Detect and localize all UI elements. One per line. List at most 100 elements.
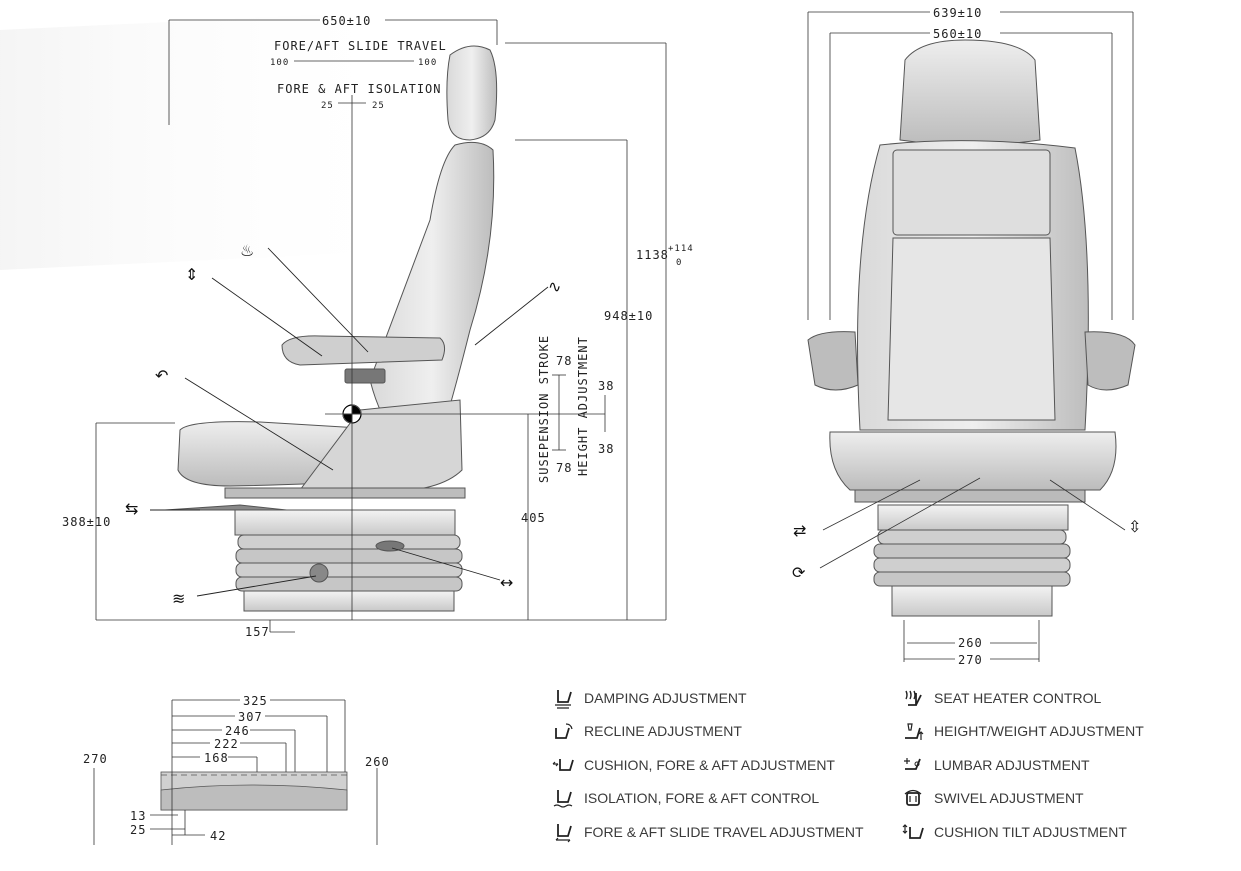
armrest-left: [807, 331, 859, 391]
isolation-icon: ↔: [500, 573, 513, 592]
legend-item-cushion-tilt: CUSHION TILT ADJUSTMENT: [902, 815, 1144, 849]
base-box: [243, 590, 455, 612]
damping-icon: ≋: [172, 589, 185, 608]
bellow-f1: [877, 529, 1067, 545]
drawing-callout-icons: ♨ ⇕ ↶ ⇆ ≋ ↔ ∿ ⇄ ⟳ ⇳: [125, 241, 1141, 608]
side-view-dimensions: [95, 19, 667, 633]
base-front: [891, 585, 1053, 617]
front-overall-width: 639±10: [933, 6, 982, 20]
overall-height-tol-lower: 0: [676, 258, 682, 268]
height-weight-icon: [905, 723, 924, 741]
lumbar-icon: [904, 757, 921, 770]
legend-right: SEAT HEATER CONTROL HEIGHT/WEIGHT ADJUST…: [902, 681, 1144, 849]
rail-outer: 270: [958, 653, 983, 667]
cushion-fore-aft-icon: ⇄: [793, 521, 806, 540]
sip-height: 405: [521, 511, 546, 525]
front-view-seat: [807, 39, 1136, 617]
swivel-icon: ⟳: [792, 563, 806, 582]
legend-item-isolation: ISOLATION, FORE & AFT CONTROL: [552, 782, 864, 816]
armrest-bracket: [344, 368, 386, 384]
legend-label: DAMPING ADJUSTMENT: [584, 689, 747, 706]
slide-left: 100: [270, 58, 289, 68]
legend-label: CUSHION, FORE & AFT ADJUSTMENT: [584, 756, 835, 773]
isolation-label: FORE & AFT ISOLATION: [277, 82, 442, 96]
stroke-top: 78: [556, 354, 572, 368]
swivel-icon: [904, 790, 922, 807]
upper-plate-front: [877, 504, 1069, 531]
slide-rail: [224, 487, 466, 499]
plate-222: 222: [214, 737, 239, 751]
plate-168: 168: [204, 751, 229, 765]
slide-travel-label: FORE/AFT SLIDE TRAVEL: [274, 39, 447, 53]
legend-left: DAMPING ADJUSTMENT RECLINE ADJUSTMENT CU…: [552, 681, 864, 849]
cushion-fore-aft-icon: [552, 758, 574, 771]
bellow-f3: [873, 557, 1071, 573]
cushion-tilt-icon: [902, 823, 924, 839]
slide-travel-icon: [555, 823, 572, 843]
plate-offset-13: 13: [130, 809, 146, 823]
legend-item-lumbar: LUMBAR ADJUSTMENT: [902, 748, 1144, 782]
callout-leaders: [150, 247, 549, 597]
legend-label: LUMBAR ADJUSTMENT: [934, 756, 1090, 773]
background-shade: [0, 10, 420, 270]
armrest-side: [281, 335, 446, 366]
overall-width-side: 650±10: [322, 14, 371, 28]
recline-icon: [555, 723, 573, 740]
suspension-stroke-label: SUSEPENSION STROKE: [537, 335, 551, 483]
isolation-icon: [553, 790, 573, 808]
front-view-dimensions: [807, 11, 1134, 662]
damping-knob: [309, 563, 329, 583]
bellow-f4: [873, 571, 1071, 587]
seat-cushion-front: [829, 431, 1117, 491]
legend-label: CUSHION TILT ADJUSTMENT: [934, 823, 1127, 840]
legend-label: FORE & AFT SLIDE TRAVEL ADJUSTMENT: [584, 823, 864, 840]
legend-item-damping: DAMPING ADJUSTMENT: [552, 681, 864, 715]
armrest-right: [1084, 331, 1136, 391]
overall-height: 1138: [636, 248, 669, 262]
backrest-height: 948±10: [604, 309, 653, 323]
lumbar-icon: ∿: [548, 277, 561, 296]
slide-rail-front: [854, 489, 1086, 503]
seat-heater-icon: [905, 690, 922, 706]
legend-label: SEAT HEATER CONTROL: [934, 689, 1102, 706]
slide-travel-icon: ⇆: [125, 499, 138, 518]
headrest-side: [446, 45, 498, 141]
upper-plate: [234, 509, 456, 536]
side-view-seat: [164, 45, 498, 612]
plate-246: 246: [225, 724, 250, 738]
seat-heater-icon: ♨: [240, 241, 254, 260]
base-plate-dimensions: [93, 699, 378, 845]
rail-inner: 260: [958, 636, 983, 650]
bellow-3: [235, 562, 463, 578]
overall-height-tol-upper: +114: [668, 244, 694, 254]
damping-icon: [555, 689, 572, 709]
plate-offset-42: 42: [210, 829, 226, 843]
legend-item-slide-travel: FORE & AFT SLIDE TRAVEL ADJUSTMENT: [552, 815, 864, 849]
backrest-lower-panel: [887, 237, 1056, 421]
height-adj-bottom: 38: [598, 442, 614, 456]
bellow-f2: [873, 543, 1071, 559]
headrest-front: [899, 39, 1041, 146]
plate-right-width: 260: [365, 755, 390, 769]
backrest-upper-panel: [892, 149, 1051, 236]
height-adj-top: 38: [598, 379, 614, 393]
legend-item-height-weight: HEIGHT/WEIGHT ADJUSTMENT: [902, 715, 1144, 749]
base-offset: 157: [245, 625, 270, 639]
base-plate: [160, 771, 348, 811]
dimension-labels: 650±10 FORE/AFT SLIDE TRAVEL 100 100 FOR…: [62, 6, 983, 843]
stroke-bottom: 78: [556, 461, 572, 475]
front-backrest-width: 560±10: [933, 27, 982, 41]
plate-left-width: 270: [83, 752, 108, 766]
legend-label: HEIGHT/WEIGHT ADJUSTMENT: [934, 723, 1144, 740]
legend-label: RECLINE ADJUSTMENT: [584, 723, 742, 740]
slide-right: 100: [418, 58, 437, 68]
iso-right: 25: [372, 101, 385, 111]
legend-item-swivel: SWIVEL ADJUSTMENT: [902, 782, 1144, 816]
cushion-tilt-icon: ⇳: [1128, 517, 1141, 536]
iso-left: 25: [321, 101, 334, 111]
legend-item-seat-heater: SEAT HEATER CONTROL: [902, 681, 1144, 715]
plate-offset-25: 25: [130, 823, 146, 837]
plate-307: 307: [238, 710, 263, 724]
plate-325: 325: [243, 694, 268, 708]
